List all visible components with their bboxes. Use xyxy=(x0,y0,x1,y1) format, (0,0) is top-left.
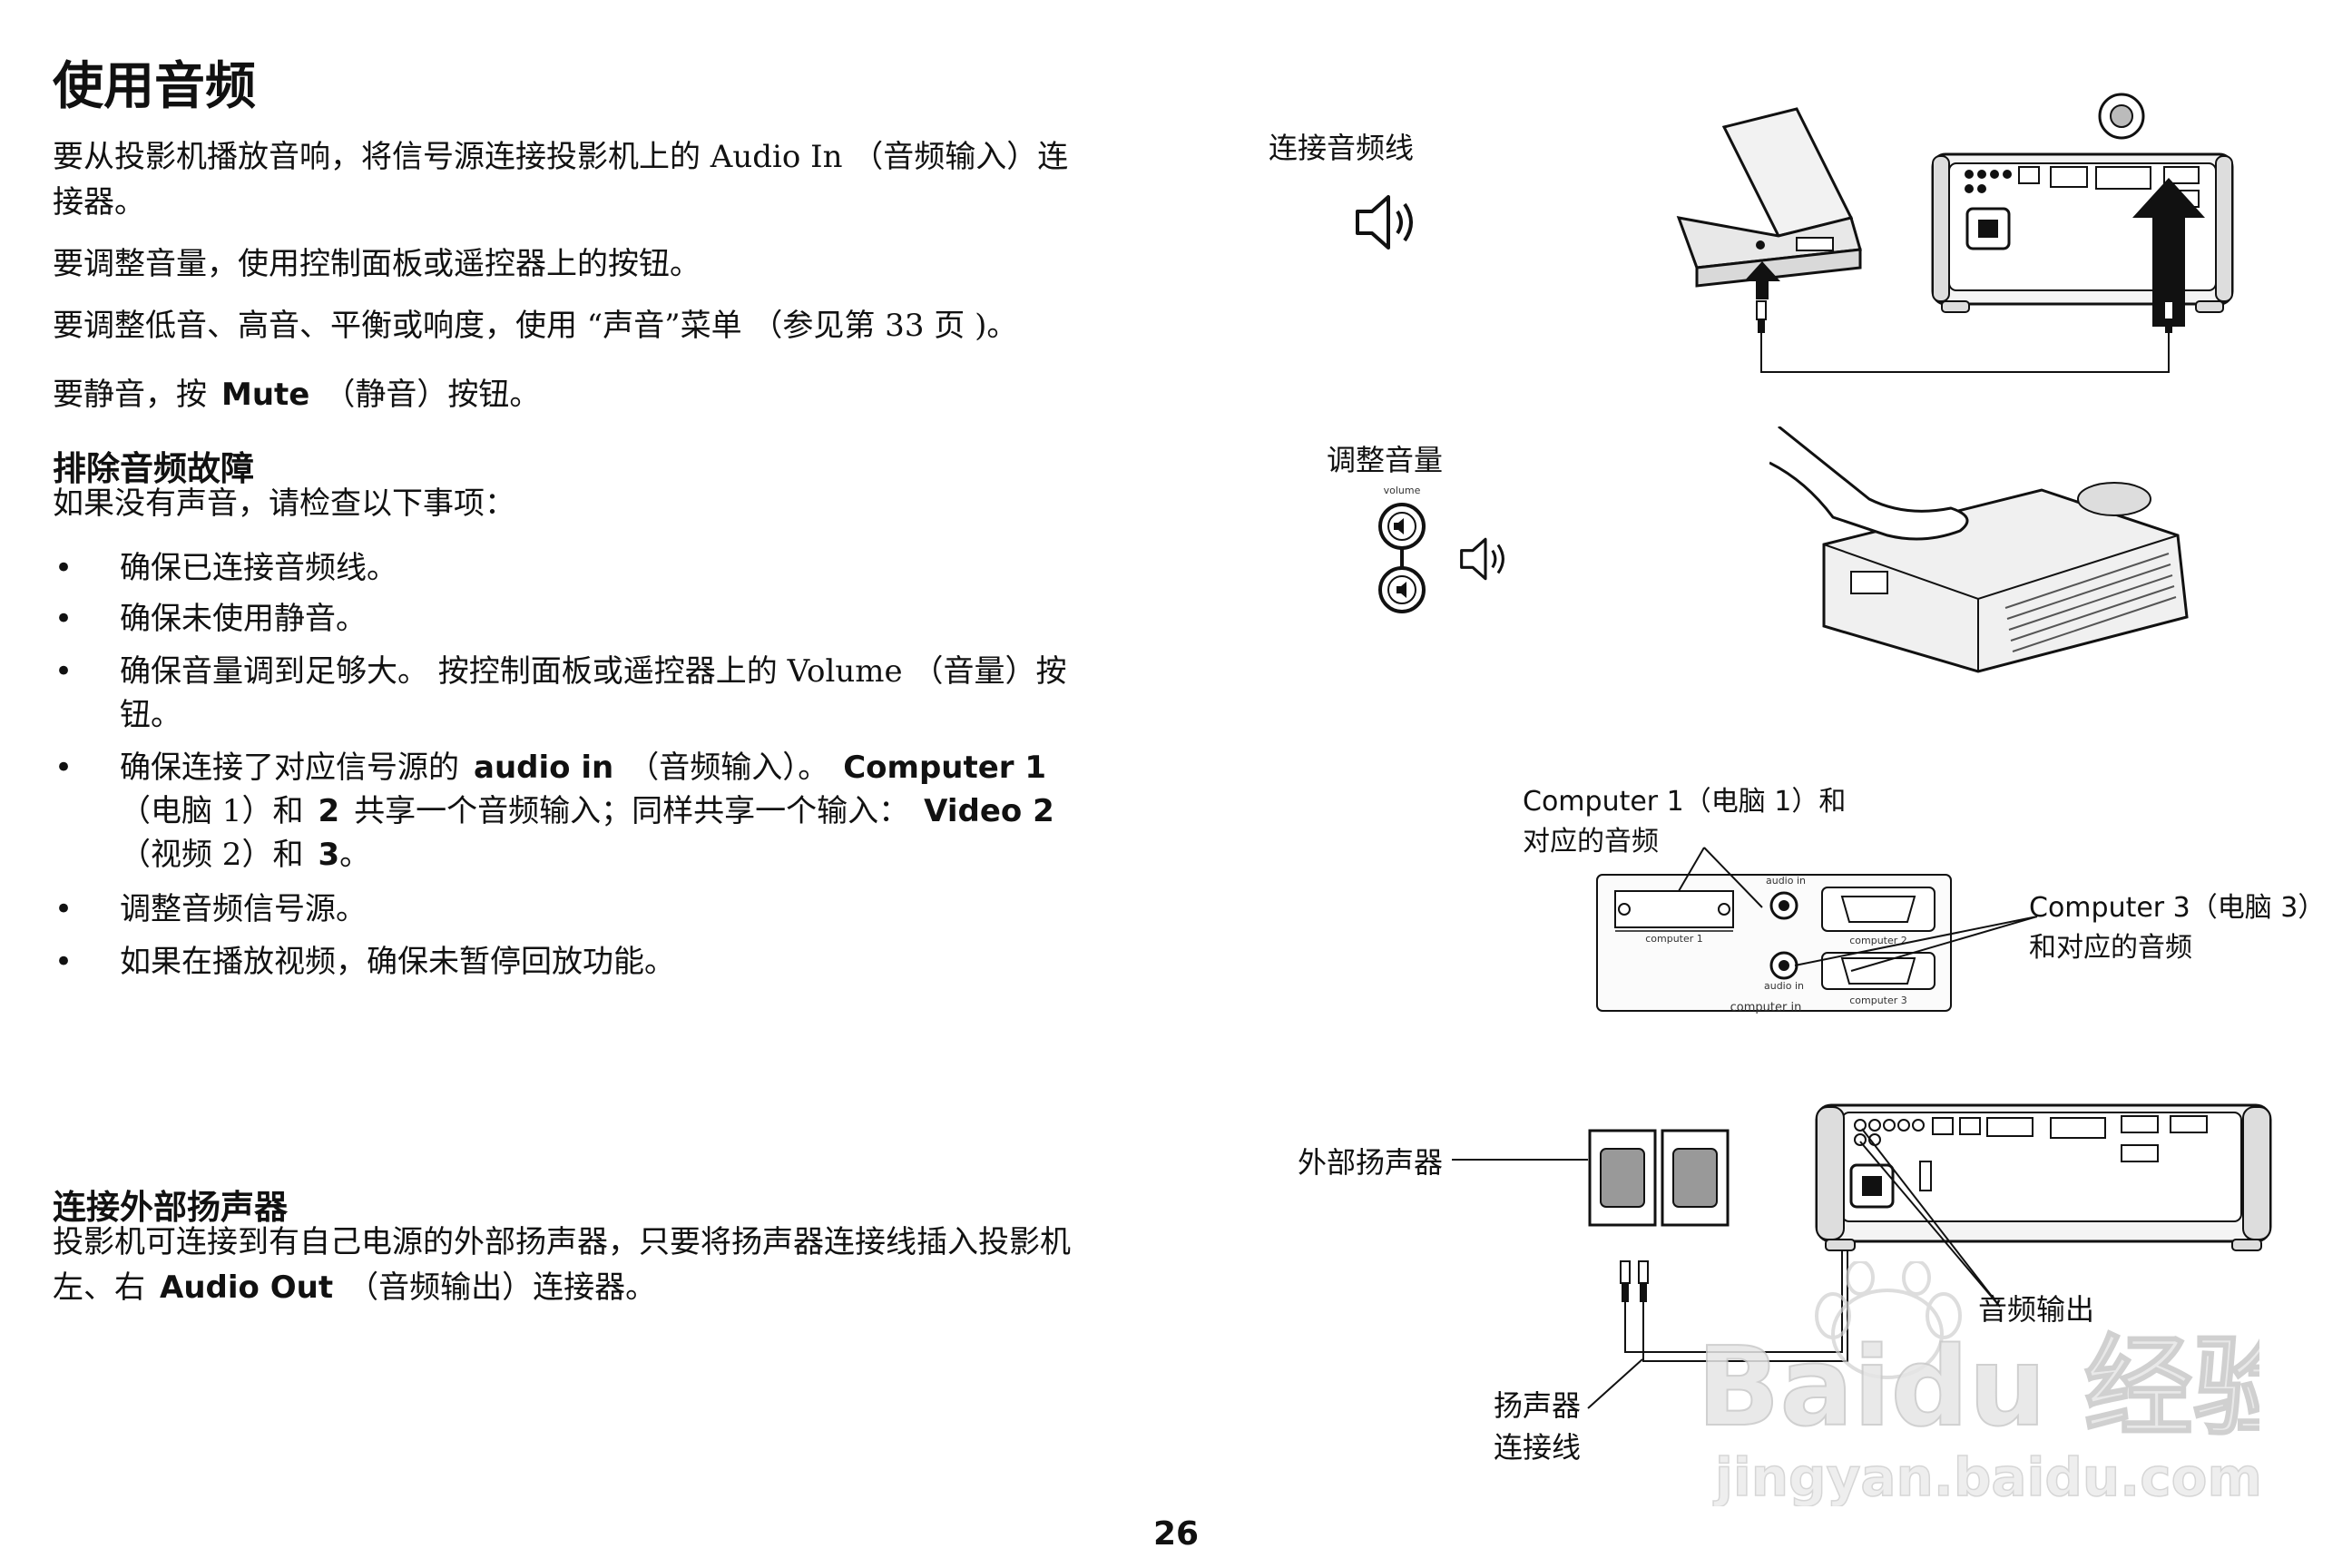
up-arrow-icon xyxy=(2132,178,2205,327)
page-number: 26 xyxy=(1152,1515,1200,1553)
computer3-caption: Computer 3（电脑 3） 和对应的音频 xyxy=(2029,885,2325,965)
speaker-icon xyxy=(1460,537,1504,581)
speakers-paragraph: 投影机可连接到有自己电源的外部扬声器，只要将扬声器连接线插入投影机 左、右 Aud… xyxy=(53,1220,1187,1310)
watermark-brand: Baidu 经验 xyxy=(1697,1325,2259,1451)
speakers-heading: 连接外部扬声器 xyxy=(53,1188,288,1227)
volume-button-label: volume xyxy=(1384,485,1421,496)
volume-buttons-illustration: volume xyxy=(1378,485,1426,613)
bullet-glyph: • xyxy=(54,944,74,980)
video2-keyword: Video 2 xyxy=(924,793,1054,829)
laptop-illustration xyxy=(1676,107,1862,288)
mute-instruction-end: （静音）按钮。 xyxy=(324,377,541,413)
external-speakers-caption: 外部扬声器 xyxy=(1298,1145,1444,1180)
list-item: • 确保连接了对应信号源的 audio in （音频输入）。 Computer 1 （… xyxy=(53,746,1142,877)
computer3-caption-line2: 和对应的音频 xyxy=(2029,932,2192,964)
bullet-glyph: • xyxy=(54,601,74,637)
speaker-pair xyxy=(1588,1129,1730,1227)
adjust-volume-caption: 调整音量 xyxy=(1327,443,1444,477)
baidu-watermark-logo: Baidu 经验 jingyan.baidu.com xyxy=(1696,1261,2259,1506)
projector-rear-illustration xyxy=(1815,1103,2272,1251)
list-item-text: 确保音量调到足够大。 按控制面板或遥控器上的 Volume （音量）按 xyxy=(120,653,1067,690)
bullet-glyph: • xyxy=(54,750,74,786)
computer1-caption-line2: 对应的音频 xyxy=(1523,826,1659,858)
computer1-caption-line1: Computer 1（电脑 1）和 xyxy=(1523,786,1847,818)
computer2-keyword: 2 xyxy=(318,793,340,829)
speakers-line1: 投影机可连接到有自己电源的外部扬声器，只要将扬声器连接线插入投影机 xyxy=(53,1224,1071,1260)
list-item-text: 确保未使用静音。 xyxy=(120,601,367,637)
troubleshoot-intro: 如果没有声音，请检查以下事项： xyxy=(53,485,515,522)
bullet-glyph: • xyxy=(54,891,74,927)
troubleshoot-list: • 确保已连接音频线。 • 确保未使用静音。 • 确保音量调到足够大。 按控制面… xyxy=(53,546,1142,984)
mute-keyword: Mute xyxy=(221,377,310,413)
intro-paragraph-1: 要从投影机播放音响，将信号源连接投影机上的 Audio In （音频输入）连 接… xyxy=(53,134,1151,225)
list-item: • 调整音频信号源。 xyxy=(53,887,1142,931)
list-item-text: （视频 2）和 xyxy=(120,837,304,873)
speaker-cable-caption-line2: 连接线 xyxy=(1494,1430,1582,1465)
bullet-glyph: • xyxy=(54,550,74,586)
audio-in-keyword: audio in xyxy=(474,750,614,786)
hand-projector-illustration xyxy=(1769,426,2189,673)
speakers-line2: 左、右 xyxy=(53,1269,145,1306)
audio-cable xyxy=(1756,300,2174,373)
video3-keyword: 3 xyxy=(318,837,340,873)
panel-computer1-label: computer 1 xyxy=(1645,933,1703,945)
intro-paragraph-3: 要调整低音、高音、平衡或响度，使用 “声音”菜单 （参见第 33 页 )。 xyxy=(53,308,1018,344)
speaker-icon xyxy=(1356,195,1413,250)
list-item-text: 如果在播放视频，确保未暂停回放功能。 xyxy=(120,944,675,980)
intro-p1-line2: 接器。 xyxy=(53,184,145,220)
watermark-url: jingyan.baidu.com xyxy=(1713,1446,2259,1506)
panel-audio-in-bottom-label: audio in xyxy=(1764,980,1804,992)
audio-out-keyword: Audio Out xyxy=(160,1269,334,1306)
troubleshoot-heading: 排除音频故障 xyxy=(53,449,254,488)
panel-computer2-label: computer 2 xyxy=(1849,935,1907,946)
list-item-text: （音频输入）。 xyxy=(628,750,829,786)
list-item-text: 共享一个音频输入；同样共享一个输入： xyxy=(354,793,910,829)
connector-panel-illustration: computer 1 audio in computer 2 audio in … xyxy=(1596,847,2038,1014)
intro-p1-line1: 要从投影机播放音响，将信号源连接投影机上的 Audio In （音频输入）连 xyxy=(53,139,1069,175)
connect-audio-cable-caption: 连接音频线 xyxy=(1269,131,1415,165)
speaker-cable-caption-line1: 扬声器 xyxy=(1494,1388,1582,1423)
computer3-caption-line1: Computer 3（电脑 3） xyxy=(2029,892,2326,924)
list-item-text: 确保已连接音频线。 xyxy=(120,550,397,586)
speakers-line2-end: （音频输出）连接器。 xyxy=(348,1269,657,1306)
speaker-cable-caption: 扬声器 连接线 xyxy=(1494,1383,1581,1466)
list-item-text: 钮。 xyxy=(120,697,181,733)
bullet-glyph: • xyxy=(54,653,74,690)
laptop-projector-illustration xyxy=(1676,93,2234,373)
list-item-text: 确保连接了对应信号源的 xyxy=(120,750,459,786)
projector-rear-illustration xyxy=(1931,93,2234,313)
page-title: 使用音频 xyxy=(53,57,256,116)
audio-out-caption: 音频输出 xyxy=(1978,1292,2095,1327)
list-item: • 确保未使用静音。 xyxy=(53,597,1142,641)
list-item: • 如果在播放视频，确保未暂停回放功能。 xyxy=(53,940,1142,984)
speakers-projector-illustration xyxy=(1452,1103,2272,1409)
panel-audio-in-top-label: audio in xyxy=(1766,875,1806,887)
list-item-text: 。 xyxy=(339,837,371,873)
list-item: • 确保已连接音频线。 xyxy=(53,546,1142,590)
intro-paragraph-4: 要静音，按 Mute （静音）按钮。 xyxy=(53,372,1151,417)
intro-paragraph-2: 要调整音量，使用控制面板或遥控器上的按钮。 xyxy=(53,246,701,282)
up-arrow-icon xyxy=(1744,261,1780,299)
list-item-text: （电脑 1）和 xyxy=(120,793,304,829)
panel-computer3-label: computer 3 xyxy=(1849,995,1907,1006)
computer1-caption: Computer 1（电脑 1）和 对应的音频 xyxy=(1523,779,1846,858)
mute-instruction: 要静音，按 xyxy=(53,377,207,413)
computer1-keyword: Computer 1 xyxy=(843,750,1047,786)
panel-computer-in-label: computer in xyxy=(1730,1001,1802,1014)
list-item: • 确保音量调到足够大。 按控制面板或遥控器上的 Volume （音量）按 钮。 xyxy=(53,650,1142,737)
list-item-text: 调整音频信号源。 xyxy=(120,891,367,927)
